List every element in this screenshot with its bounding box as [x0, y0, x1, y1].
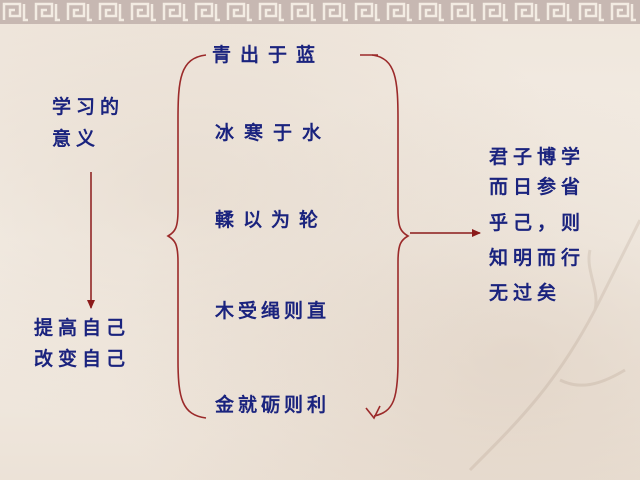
center-item-1: 青出于蓝	[212, 44, 325, 66]
conclusion-line-3: 乎己，则	[489, 212, 586, 234]
conclusion-line-1: 君子博学	[489, 146, 586, 168]
topic-line-1: 学习的	[52, 96, 125, 118]
conclusion-line-5: 无过矣	[489, 282, 562, 304]
result-line-2: 改变自己	[34, 348, 131, 370]
center-item-2: 冰寒于水	[215, 122, 332, 144]
brace-bottom-arrow	[365, 405, 381, 420]
center-item-3: 輮以为轮	[215, 209, 328, 231]
conclusion-line-4: 知明而行	[489, 247, 586, 269]
right-brace	[371, 54, 410, 417]
topic-line-2: 意义	[52, 128, 101, 150]
center-item-5: 金就砺则利	[215, 394, 331, 416]
result-line-1: 提高自己	[34, 317, 131, 339]
top-fret-border	[0, 0, 640, 24]
conclusion-line-2: 而日参省	[489, 176, 586, 198]
left-brace	[166, 54, 207, 419]
center-item-4: 木受绳则直	[215, 300, 331, 322]
watermark-branch	[468, 219, 640, 472]
